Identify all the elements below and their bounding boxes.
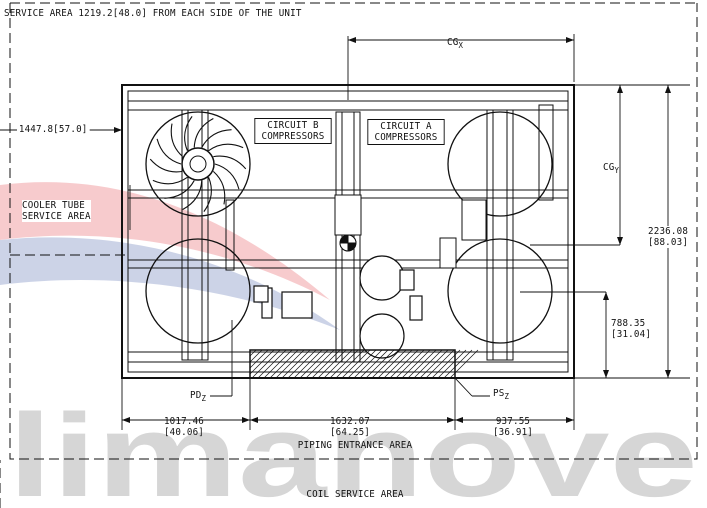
- fan-blade: [193, 118, 214, 148]
- fan-hub-inner: [189, 155, 207, 173]
- dim-b-in: [64.25]: [329, 427, 371, 438]
- circuit-b-label: CIRCUIT B COMPRESSORS: [254, 118, 332, 144]
- center-component: [334, 194, 362, 252]
- fan-blades: [149, 116, 247, 212]
- dim-c-label: 937.55 [36.91]: [489, 416, 537, 438]
- coil-service-label: COIL SERVICE AREA: [306, 489, 404, 500]
- fan-blade: [213, 155, 247, 170]
- piping-area-hatch: [249, 349, 479, 379]
- dim-left-label: 1447.8[57.0]: [17, 124, 90, 135]
- service-area-label: SERVICE AREA 1219.2[48.0] FROM EACH SIDE…: [4, 8, 302, 19]
- fan-blade: [149, 158, 183, 173]
- dim-c-in: [36.91]: [492, 427, 534, 438]
- watermark-logo: limanove: [8, 390, 698, 508]
- dim-a-mm: 1017.46: [163, 416, 205, 427]
- ps-label: PSZ: [493, 388, 510, 401]
- circuit-a-label: CIRCUIT A COMPRESSORS: [367, 119, 445, 145]
- dim-c-mm: 937.55: [495, 416, 531, 427]
- fan-blade: [208, 143, 244, 152]
- dim-a-label: 1017.46 [40.06]: [160, 416, 208, 438]
- pd-text: PD: [190, 390, 202, 401]
- fan-blade: [212, 170, 226, 205]
- fan-hub: [181, 147, 215, 181]
- ps-text: PS: [493, 388, 505, 399]
- cg-y-text: CG: [603, 162, 615, 173]
- dim-b-label: 1632.07 [64.25]: [326, 416, 374, 438]
- dim-a-in: [40.06]: [163, 427, 205, 438]
- pd-subscript: Z: [201, 394, 207, 403]
- ps-subscript: Z: [504, 392, 510, 401]
- fan-blade: [170, 123, 184, 158]
- dimension-lines: [0, 34, 690, 430]
- unit-frame: [121, 84, 575, 379]
- piping-entrance-label: PIPING ENTRANCE AREA: [297, 440, 413, 451]
- fan-blade: [203, 177, 212, 212]
- circuit-b-line2: COMPRESSORS: [261, 131, 325, 142]
- circuit-a-line2: COMPRESSORS: [374, 132, 438, 143]
- circuit-a-line1: CIRCUIT A: [380, 121, 432, 132]
- cg-x-label: CGX: [447, 37, 464, 50]
- fan-blade: [201, 129, 232, 148]
- dim-height-mm: 2236.08: [648, 226, 689, 237]
- side-component: [439, 199, 487, 269]
- dim-height-label: 2236.08 [88.03]: [648, 226, 689, 248]
- dim-b-mm: 1632.07: [329, 416, 371, 427]
- dim-ps-label: 788.35 [31.04]: [611, 318, 652, 340]
- fan-blade: [214, 163, 240, 190]
- fan-blade: [152, 176, 188, 185]
- pd-label: PDZ: [190, 390, 207, 403]
- dim-ps-mm: 788.35: [611, 318, 646, 329]
- fan-blade: [164, 180, 195, 199]
- circuit-b-line1: CIRCUIT B: [267, 120, 319, 131]
- dimension-arrows: [114, 37, 671, 423]
- cooler-label: COOLER TUBE SERVICE AREA: [22, 200, 91, 222]
- cg-y-label: CGY: [603, 162, 620, 175]
- fan-blade: [182, 180, 203, 210]
- cg-y-subscript: Y: [614, 166, 620, 175]
- compressors: [253, 255, 423, 359]
- fan-blade: [184, 116, 193, 151]
- fan-blade: [156, 138, 182, 165]
- cooler-line2: SERVICE AREA: [22, 211, 91, 222]
- fan-circles: [145, 111, 553, 344]
- cg-x-subscript: X: [458, 41, 464, 50]
- dim-ps-in: [31.04]: [611, 329, 652, 340]
- cg-x-text: CG: [447, 37, 459, 48]
- cooler-line1: COOLER TUBE: [22, 200, 85, 211]
- structural-rails: [181, 104, 554, 363]
- dim-height-in: [88.03]: [648, 237, 689, 248]
